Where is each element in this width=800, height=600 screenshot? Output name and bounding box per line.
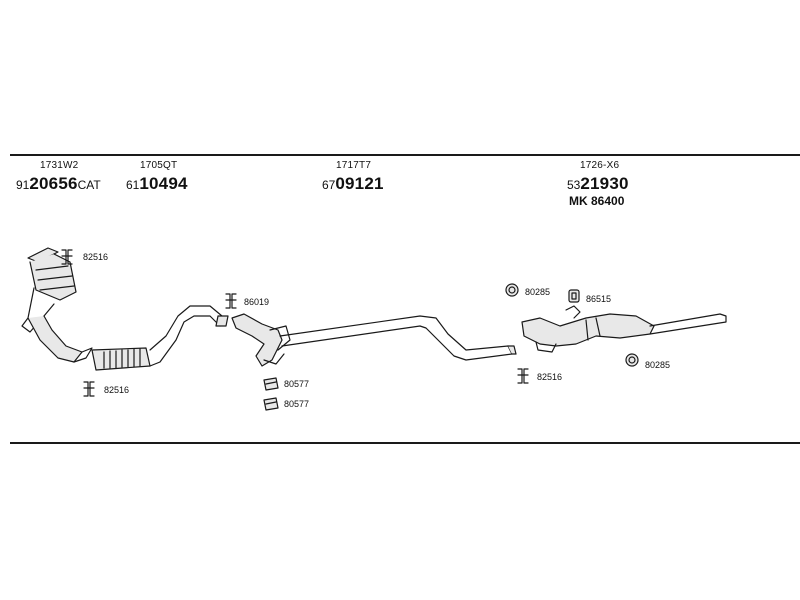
fitting-label: 82516 — [537, 372, 563, 382]
fitting-label: 82516 — [104, 385, 130, 395]
flex-section — [91, 305, 229, 371]
fitting-label: 86019 — [244, 297, 270, 307]
fitting-label: 80285 — [645, 360, 671, 370]
clamp-icon — [225, 293, 237, 309]
part-main-number: 09121 — [335, 174, 384, 193]
part-number-catalyst: 9120656CAT — [16, 175, 101, 193]
y-pipe — [231, 313, 291, 367]
fitting-label: 80577 — [284, 379, 310, 389]
part-code-center-pipe: 1717T7 — [336, 160, 372, 171]
fitting-label: 86515 — [586, 294, 612, 304]
part-code-rear-silencer: 1726-X6 — [580, 160, 620, 171]
part-prefix: 61 — [126, 178, 140, 192]
part-number-center-pipe: 6709121 — [322, 175, 384, 193]
part-main-number: 10494 — [139, 174, 188, 193]
part-main-number: 20656 — [29, 174, 78, 193]
clamp-icon — [83, 381, 95, 397]
part-code-front-pipe: 1705QT — [140, 160, 178, 171]
hanger-icon — [568, 289, 580, 303]
top-border-line — [10, 154, 800, 156]
mount-icon — [263, 397, 279, 411]
part-number-front-pipe: 6110494 — [126, 175, 188, 193]
mounting-kit-number: MK 86400 — [569, 194, 625, 208]
fitting-label: 82516 — [83, 252, 109, 262]
part-main-number: 21930 — [580, 174, 629, 193]
bottom-border-line — [10, 442, 800, 444]
part-suffix: CAT — [77, 178, 101, 192]
clamp-icon — [61, 249, 73, 265]
fitting-label: 80285 — [525, 287, 551, 297]
part-prefix: 91 — [16, 178, 30, 192]
part-prefix: 53 — [567, 178, 581, 192]
rubber-ring-icon — [625, 353, 639, 367]
mount-icon — [263, 377, 279, 391]
fitting-label: 80577 — [284, 399, 310, 409]
rear-silencer — [521, 305, 727, 353]
clamp-icon — [517, 368, 529, 384]
part-code-catalyst: 1731W2 — [40, 160, 79, 171]
rubber-ring-icon — [505, 283, 519, 297]
part-prefix: 67 — [322, 178, 336, 192]
catalytic-converter — [21, 247, 93, 363]
center-pipe — [279, 315, 517, 361]
part-number-rear-silencer: 5321930 — [567, 175, 629, 193]
